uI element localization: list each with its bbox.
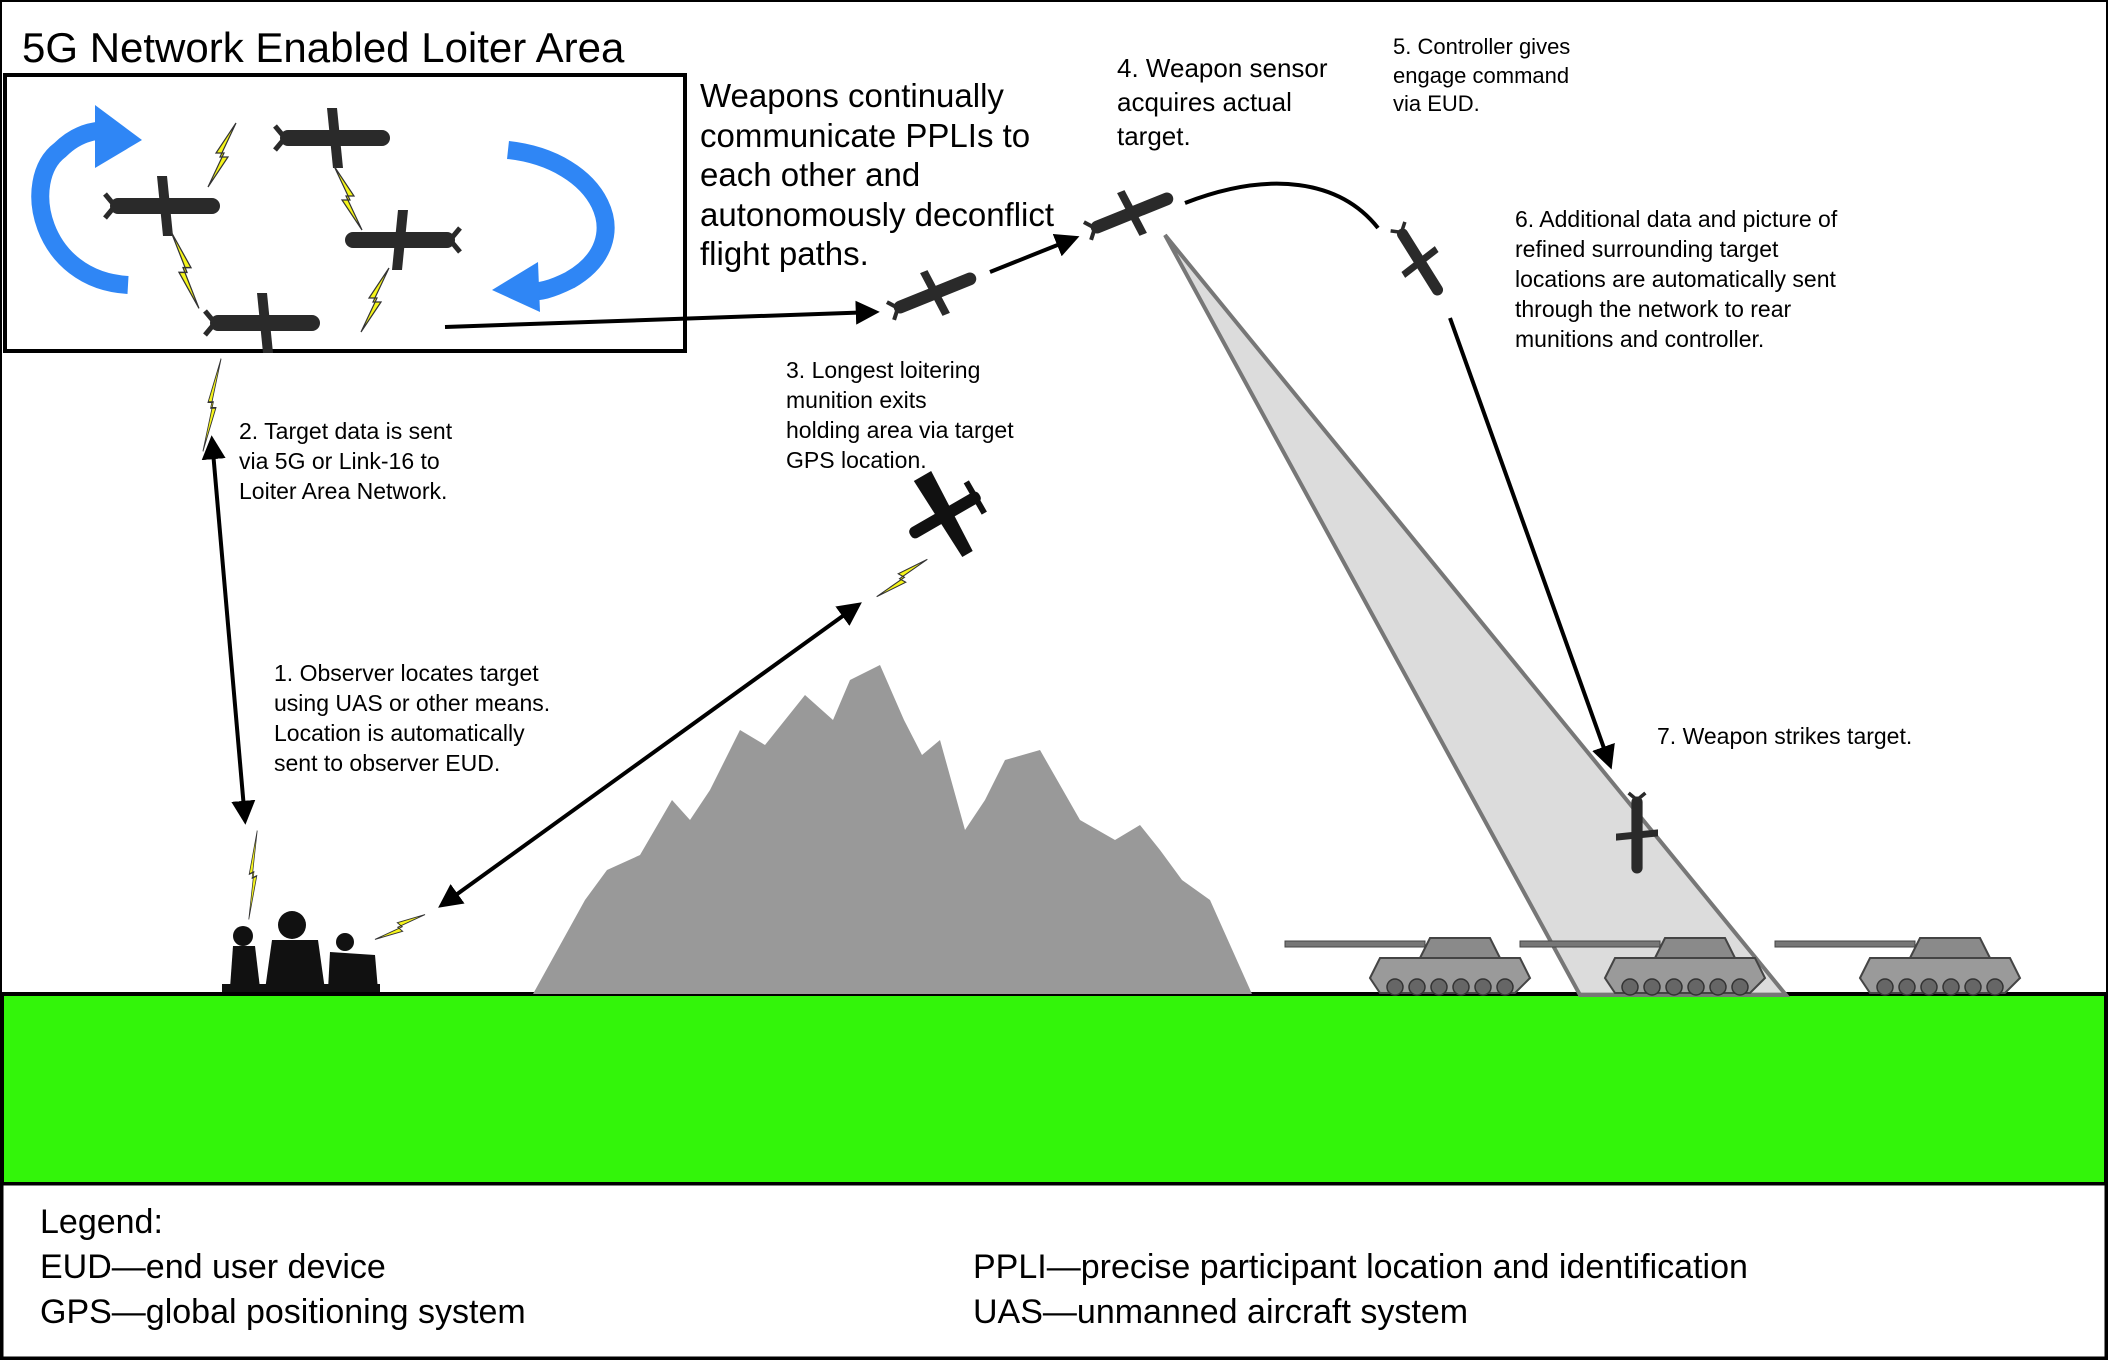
legend-box [0,1182,2108,1360]
circular-arrow-icon [492,141,615,312]
loiter-description: Weapons continually communicate PPLIs to… [700,77,1055,273]
observer-to-uas-arrow [438,602,862,908]
step-1: 1. Observer locates target using UAS or … [274,660,551,776]
legend-entry-gps: GPS—global positioning system [40,1293,526,1331]
uas-drone-icon [909,471,987,557]
step-5: 5. Controller gives engage command via E… [1393,34,1571,117]
loitering-munition-icon [275,108,390,168]
lightning-bolt-icon [202,357,222,453]
step-3: 3. Longest loitering munition exits hold… [786,357,1014,473]
flight-path-arrow [989,233,1080,274]
legend-heading: Legend: [40,1203,163,1241]
lightning-bolt-icon [876,546,928,610]
lightning-bolt-icon [333,165,363,231]
observer-to-network-arrow [201,435,256,825]
loitering-munition-icon [205,293,320,353]
flight-path-arc [1184,181,1380,230]
step-2: 2. Target data is sent via 5G or Link-16… [239,418,453,504]
lightning-bolt-icon [170,230,200,310]
lightning-bolt-icon [374,899,426,955]
legend-entry-eud: EUD—end user device [40,1248,386,1286]
step-6: 6. Additional data and picture of refine… [1515,206,1838,352]
lightning-bolt-icon [207,122,237,188]
loiter-area-box [3,73,687,353]
loitering-munition-icon [345,210,460,270]
circular-arrow-icon [31,105,142,294]
observer-team-icon [222,911,380,992]
legend-entry-ppli: PPLI—precise participant location and id… [973,1248,1748,1286]
legend-entry-uas: UAS—unmanned aircraft system [973,1293,1469,1331]
mountain-icon [533,665,1252,994]
tank-icon [1519,937,1766,996]
step-4: 4. Weapon sensor acquires actual target. [1117,53,1328,151]
loitering-munition-icon [105,176,220,236]
exit-arrow [444,300,880,329]
tank-icon [1284,937,1531,996]
loitering-munition-icon [1378,213,1460,308]
diagram-title: 5G Network Enabled Loiter Area [22,24,625,71]
dive-arrow [1448,317,1615,770]
step-7: 7. Weapon strikes target. [1657,723,1913,749]
ground [0,992,2108,1186]
lightning-bolt-icon [240,829,266,921]
sensor-beam-icon [1163,233,1791,997]
tank-icon [1774,937,2021,996]
lightning-bolt-icon [360,267,390,333]
